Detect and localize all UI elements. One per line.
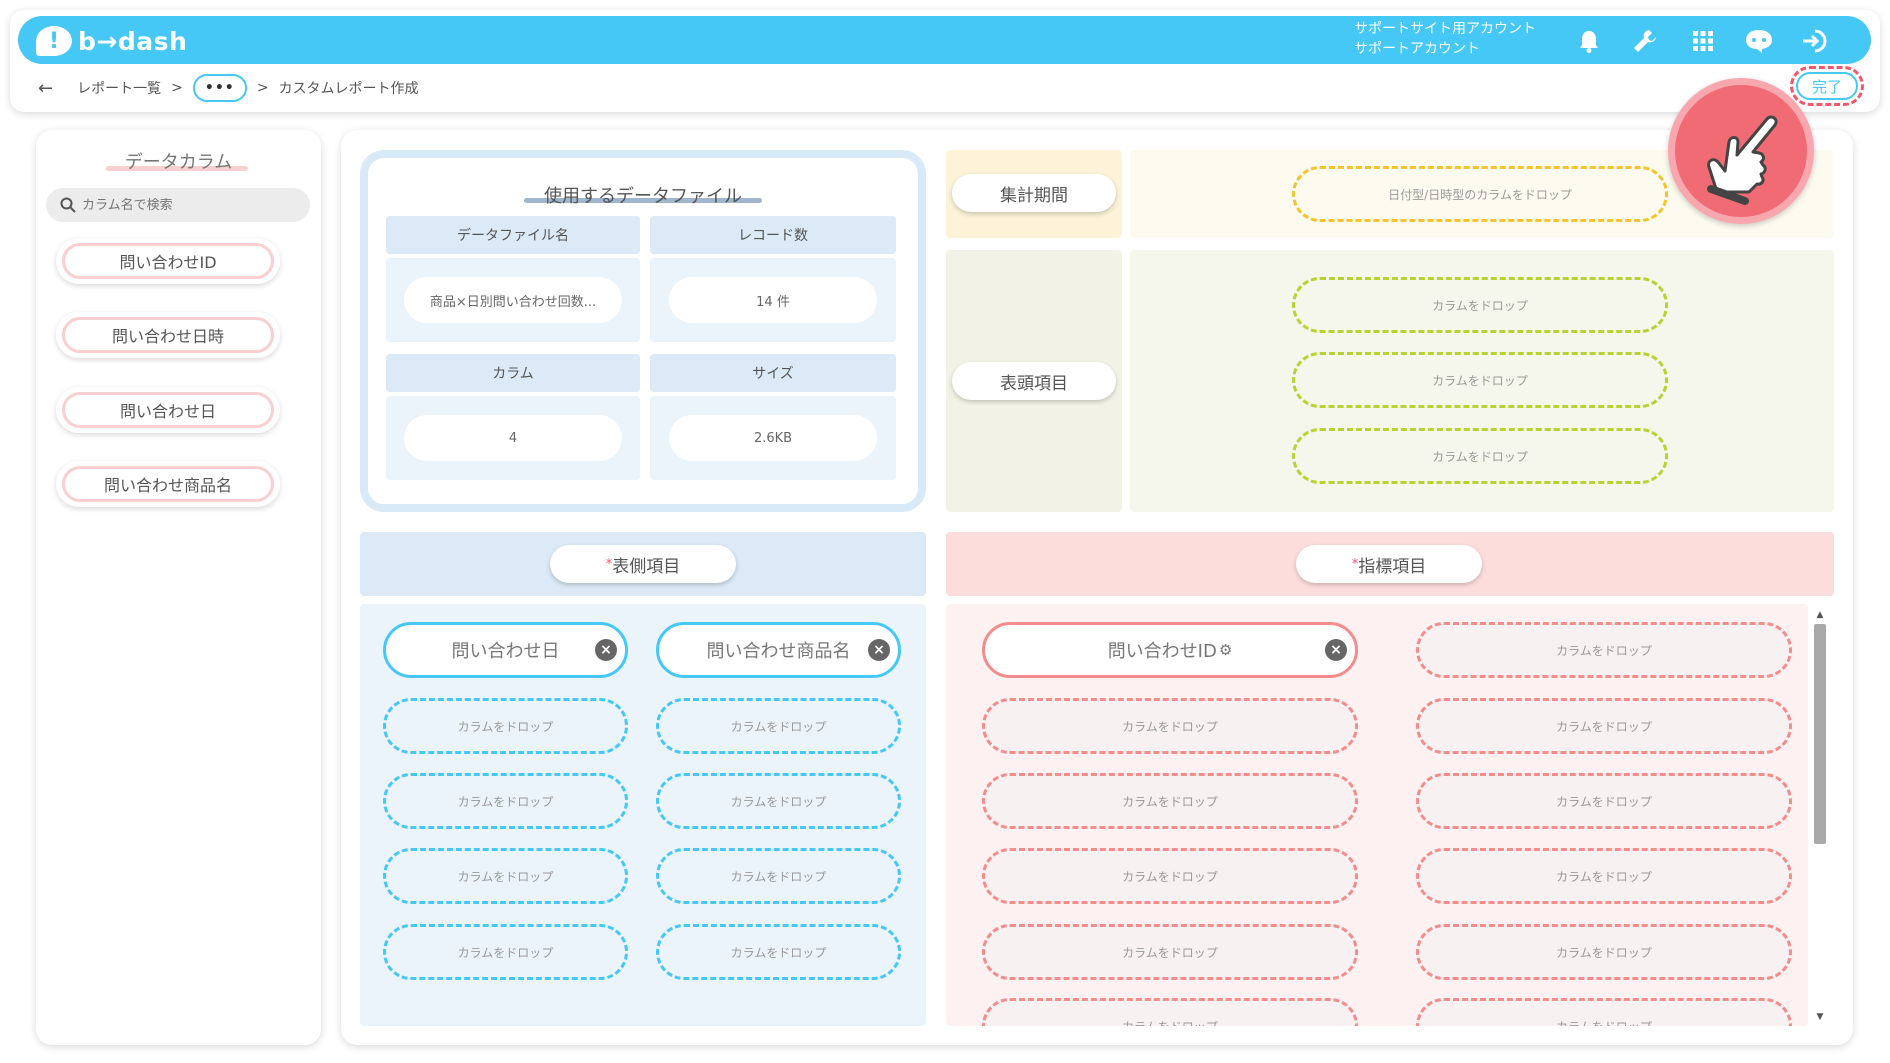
header-item-drop-zone[interactable]: カラムをドロップ xyxy=(1292,428,1668,484)
file-size-cell: 2.6KB xyxy=(650,396,896,480)
file-name-cell: 商品×日別問い合わせ回数... xyxy=(386,258,640,342)
title-underline xyxy=(524,198,762,203)
settings-gear-icon[interactable]: ⚙ xyxy=(1218,641,1233,659)
remove-icon[interactable]: × xyxy=(1325,639,1347,661)
metric-item-drop-zone[interactable]: カラムをドロップ xyxy=(982,773,1358,829)
column-count-value: 4 xyxy=(404,415,622,461)
metric-item-drop-zone[interactable]: カラムをドロップ xyxy=(982,998,1358,1026)
metric-item-drop-zone[interactable]: カラムをドロップ xyxy=(1416,773,1792,829)
chat-bot-icon[interactable] xyxy=(1742,24,1776,58)
data-file-card: 使用するデータファイル データファイル名 レコード数 商品×日別問い合わせ回数.… xyxy=(360,150,926,512)
column-count-header: カラム xyxy=(386,354,640,392)
data-file-title: 使用するデータファイル xyxy=(544,186,742,207)
side-item-drop-zone[interactable]: カラムをドロップ xyxy=(656,698,901,754)
side-item-label: 問い合わせ商品名 xyxy=(706,641,851,662)
metric-item-drop-zone[interactable]: カラムをドロップ xyxy=(982,848,1358,904)
breadcrumb-more-button[interactable]: ••• xyxy=(192,74,247,102)
done-button[interactable]: 完了 xyxy=(1796,72,1858,100)
scroll-up-arrow-icon[interactable]: ▲ xyxy=(1816,610,1824,620)
file-name-header: データファイル名 xyxy=(386,216,640,254)
header-item-drop-zone[interactable]: カラムをドロップ xyxy=(1292,352,1668,408)
side-item-drop-zone[interactable]: カラムをドロップ xyxy=(383,848,628,904)
file-size-value: 2.6KB xyxy=(669,415,877,461)
data-column-label: 問い合わせ日 xyxy=(62,392,274,428)
side-item-drop-zone[interactable]: カラムをドロップ xyxy=(656,773,901,829)
side-item-filled[interactable]: 問い合わせ日 × xyxy=(383,622,628,678)
metric-items-label: *指標項目 xyxy=(1296,545,1482,583)
remove-icon[interactable]: × xyxy=(868,639,890,661)
app-logo[interactable]: ! b→dash xyxy=(36,24,187,58)
data-column-item[interactable]: 問い合わせ日時 xyxy=(56,312,280,358)
data-column-label: 問い合わせ商品名 xyxy=(62,466,274,502)
required-mark: * xyxy=(1351,556,1359,572)
back-arrow-icon[interactable]: ← xyxy=(38,77,54,99)
header-item-drop-zone[interactable]: カラムをドロップ xyxy=(1292,277,1668,333)
data-columns-panel: データカラム 問い合わせID 問い合わせ日時 問い合わせ日 問い合わせ商品名 xyxy=(36,130,321,1045)
breadcrumb-separator: > xyxy=(256,80,269,96)
metric-items-scrollbar[interactable]: ▲ ▼ xyxy=(1812,610,1828,1030)
scroll-thumb[interactable] xyxy=(1814,624,1826,844)
aggregation-period-label: 集計期間 xyxy=(952,174,1116,212)
pointing-hand-icon xyxy=(1707,115,1778,205)
metric-item-drop-zone[interactable]: カラムをドロップ xyxy=(1416,924,1792,980)
done-highlight-ring xyxy=(1790,66,1864,106)
scroll-down-arrow-icon[interactable]: ▼ xyxy=(1816,1012,1824,1022)
side-item-drop-zone[interactable]: カラムをドロップ xyxy=(656,924,901,980)
remove-icon[interactable]: × xyxy=(595,639,617,661)
metric-item-label: 問い合わせID xyxy=(1107,641,1217,662)
breadcrumb: ← レポート一覧 > ••• > カスタムレポート作成 xyxy=(38,74,419,102)
account-user-name: サポートアカウント xyxy=(1354,41,1480,57)
record-count-cell: 14 件 xyxy=(650,258,896,342)
metric-item-drop-zone[interactable]: カラムをドロップ xyxy=(1416,998,1792,1026)
metric-item-filled[interactable]: 問い合わせID ⚙ × xyxy=(982,622,1358,678)
metric-item-drop-zone[interactable]: カラムをドロップ xyxy=(1416,848,1792,904)
file-size-header: サイズ xyxy=(650,354,896,392)
account-site-name: サポートサイト用アカウント xyxy=(1354,21,1536,37)
logo-text: b→dash xyxy=(78,26,188,56)
metric-item-drop-zone[interactable]: カラムをドロップ xyxy=(982,698,1358,754)
breadcrumb-current: カスタムレポート作成 xyxy=(278,81,419,97)
title-underline xyxy=(106,166,248,171)
tutorial-pointer xyxy=(1668,78,1814,224)
account-info[interactable]: サポートサイト用アカウント サポートアカウント xyxy=(1354,19,1536,59)
column-count-cell: 4 xyxy=(386,396,640,480)
metric-item-drop-zone[interactable]: カラムをドロップ xyxy=(1416,698,1792,754)
grid-icon[interactable] xyxy=(1686,24,1720,58)
column-search-input[interactable] xyxy=(82,197,282,213)
side-items-label: *表側項目 xyxy=(550,545,736,583)
data-column-item[interactable]: 問い合わせ商品名 xyxy=(56,461,280,507)
search-icon xyxy=(60,197,76,213)
side-item-drop-zone[interactable]: カラムをドロップ xyxy=(383,924,628,980)
data-columns-title: データカラム xyxy=(124,152,233,173)
data-column-item[interactable]: 問い合わせ日 xyxy=(56,387,280,433)
metric-items-label-text: 指標項目 xyxy=(1358,556,1427,577)
breadcrumb-separator: > xyxy=(171,80,183,96)
header-items-label: 表頭項目 xyxy=(952,362,1116,400)
data-column-label: 問い合わせ日時 xyxy=(62,317,274,353)
file-name-value: 商品×日別問い合わせ回数... xyxy=(404,277,622,323)
record-count-value: 14 件 xyxy=(669,277,877,323)
logo-mark-icon: ! xyxy=(36,26,72,56)
top-navigation-bar xyxy=(18,16,1871,64)
bell-icon[interactable] xyxy=(1572,24,1606,58)
required-mark: * xyxy=(605,556,613,572)
side-item-label: 問い合わせ日 xyxy=(451,641,560,662)
side-item-drop-zone[interactable]: カラムをドロップ xyxy=(383,773,628,829)
wrench-icon[interactable] xyxy=(1628,24,1662,58)
metric-item-drop-zone[interactable]: カラムをドロップ xyxy=(1416,622,1792,678)
breadcrumb-report-list[interactable]: レポート一覧 xyxy=(77,81,162,97)
side-item-drop-zone[interactable]: カラムをドロップ xyxy=(656,848,901,904)
side-items-label-text: 表側項目 xyxy=(612,556,681,577)
data-column-label: 問い合わせID xyxy=(62,243,274,279)
side-item-drop-zone[interactable]: カラムをドロップ xyxy=(383,698,628,754)
data-column-item[interactable]: 問い合わせID xyxy=(56,238,280,284)
side-item-filled[interactable]: 問い合わせ商品名 × xyxy=(656,622,901,678)
column-search[interactable] xyxy=(46,188,310,222)
metric-item-drop-zone[interactable]: カラムをドロップ xyxy=(982,924,1358,980)
logout-icon[interactable] xyxy=(1798,24,1832,58)
record-count-header: レコード数 xyxy=(650,216,896,254)
date-column-drop-zone[interactable]: 日付型/日時型のカラムをドロップ xyxy=(1292,166,1668,222)
